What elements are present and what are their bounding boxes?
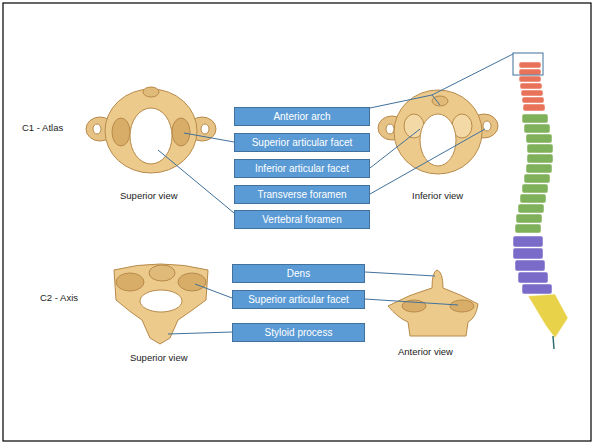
view-caption: Superior view: [120, 190, 178, 201]
part-name: Anterior arch: [273, 111, 330, 123]
view-caption: Inferior view: [412, 190, 463, 201]
label-box: Styloid process: [232, 323, 365, 342]
part-name: Styloid process: [265, 327, 333, 339]
leader-lines: [158, 54, 513, 334]
atlas-superior: [86, 87, 216, 173]
part-name: Superior articular facet: [252, 137, 353, 149]
label-box: Vertebral foramen: [234, 210, 370, 229]
vertebra-name: C2 - Axis: [40, 292, 78, 303]
axis-superior: [114, 264, 208, 344]
view-caption: Anterior view: [398, 346, 453, 357]
label-box: Anterior arch: [234, 107, 370, 126]
label-box: Dens: [232, 264, 365, 283]
part-name: Dens: [287, 268, 310, 280]
label-box: Transverse foramen: [234, 185, 370, 204]
label-box: Inferior articular facet: [234, 159, 370, 178]
vertebra-name: C1 - Atlas: [22, 122, 63, 133]
spine-figure: [513, 53, 568, 349]
part-name: Transverse foramen: [257, 189, 346, 201]
slide-frame: [3, 3, 591, 441]
view-caption: Superior view: [130, 352, 188, 363]
part-name: Inferior articular facet: [255, 163, 349, 175]
part-name: Vertebral foramen: [262, 214, 342, 226]
part-name: Superior articular facet: [248, 294, 349, 306]
label-box: Superior articular facet: [232, 290, 365, 309]
label-box: Superior articular facet: [234, 133, 370, 152]
